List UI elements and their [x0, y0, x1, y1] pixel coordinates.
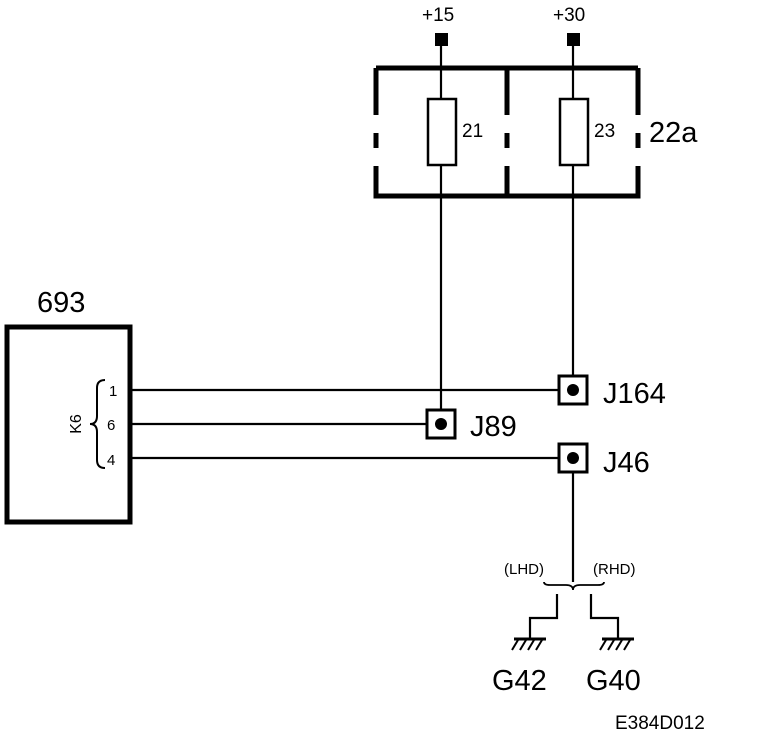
- junction-j164-label: J164: [603, 378, 666, 410]
- pin-1-label: 1: [109, 383, 117, 400]
- connector-brace: [89, 379, 106, 469]
- junction-j46-label: J46: [603, 447, 650, 479]
- ground-g40-label: G40: [586, 665, 641, 697]
- connector-label: K6: [68, 414, 85, 434]
- junction-j89: [425, 408, 457, 440]
- fuse-21: [426, 97, 458, 167]
- pin-6-label: 6: [107, 417, 115, 434]
- fuse-box-label: 22a: [649, 117, 698, 149]
- ground-g42-icon: [511, 637, 546, 651]
- variant-brace: [543, 581, 605, 591]
- diagram-code: E384D012: [615, 713, 705, 734]
- supply-terminal-30: [567, 33, 580, 46]
- junction-j164: [557, 374, 589, 406]
- lhd-label: (LHD): [504, 561, 544, 578]
- rhd-label: (RHD): [593, 561, 636, 578]
- ground-g42-label: G42: [492, 665, 547, 697]
- junction-j46: [557, 442, 589, 474]
- module-label: 693: [37, 287, 85, 319]
- supply-15-label: +15: [422, 5, 454, 26]
- junction-j89-label: J89: [470, 411, 517, 443]
- wire-to-g40: [589, 594, 620, 638]
- supply-30-label: +30: [553, 5, 585, 26]
- ground-g40-icon: [599, 637, 634, 651]
- fuse-box: [373, 65, 641, 199]
- wire-to-g42: [528, 594, 559, 638]
- fuse-23: [558, 97, 590, 167]
- pin-4-label: 4: [107, 452, 115, 469]
- fuse-23-label: 23: [594, 121, 615, 142]
- supply-terminal-15: [435, 33, 448, 46]
- fuse-21-label: 21: [462, 121, 483, 142]
